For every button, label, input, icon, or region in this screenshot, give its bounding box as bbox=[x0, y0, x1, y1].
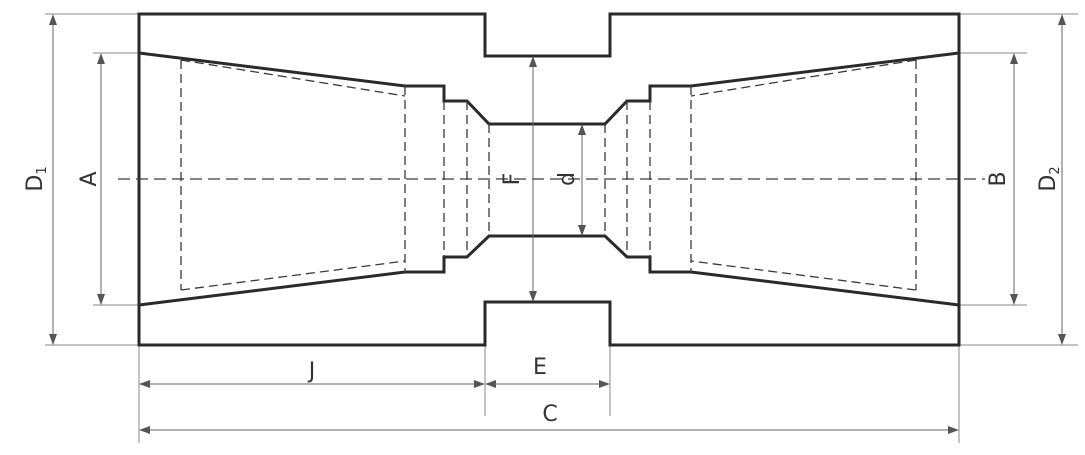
label-d: d bbox=[555, 172, 580, 186]
label-e: E bbox=[533, 355, 547, 380]
roller-outline bbox=[137, 12, 961, 347]
label-a: A bbox=[77, 171, 102, 186]
dimension-a: A bbox=[77, 53, 105, 305]
dimension-d: d bbox=[555, 124, 586, 236]
label-j: J bbox=[307, 359, 316, 384]
dimension-f: F bbox=[500, 56, 537, 302]
bore-outline-bottom bbox=[138, 234, 960, 307]
dimension-d1: D1 bbox=[23, 14, 57, 345]
label-b: B bbox=[986, 171, 1011, 186]
label-f: F bbox=[500, 173, 525, 186]
hidden-lines bbox=[180, 59, 917, 291]
dimension-j: J bbox=[139, 359, 485, 388]
dimension-d2: D2 bbox=[1036, 14, 1066, 345]
label-d2: D2 bbox=[1036, 166, 1063, 191]
label-d1: D1 bbox=[23, 166, 50, 191]
dimension-e: E bbox=[485, 355, 610, 388]
dimension-b: B bbox=[986, 53, 1018, 305]
bore-outline-top bbox=[138, 51, 960, 126]
dimension-c: C bbox=[139, 402, 959, 434]
hidden-cone-right bbox=[690, 59, 917, 291]
extension-lines bbox=[45, 13, 1078, 443]
outer-body-outline bbox=[137, 12, 961, 347]
hidden-cone-left bbox=[180, 59, 406, 291]
label-c: C bbox=[542, 402, 557, 427]
